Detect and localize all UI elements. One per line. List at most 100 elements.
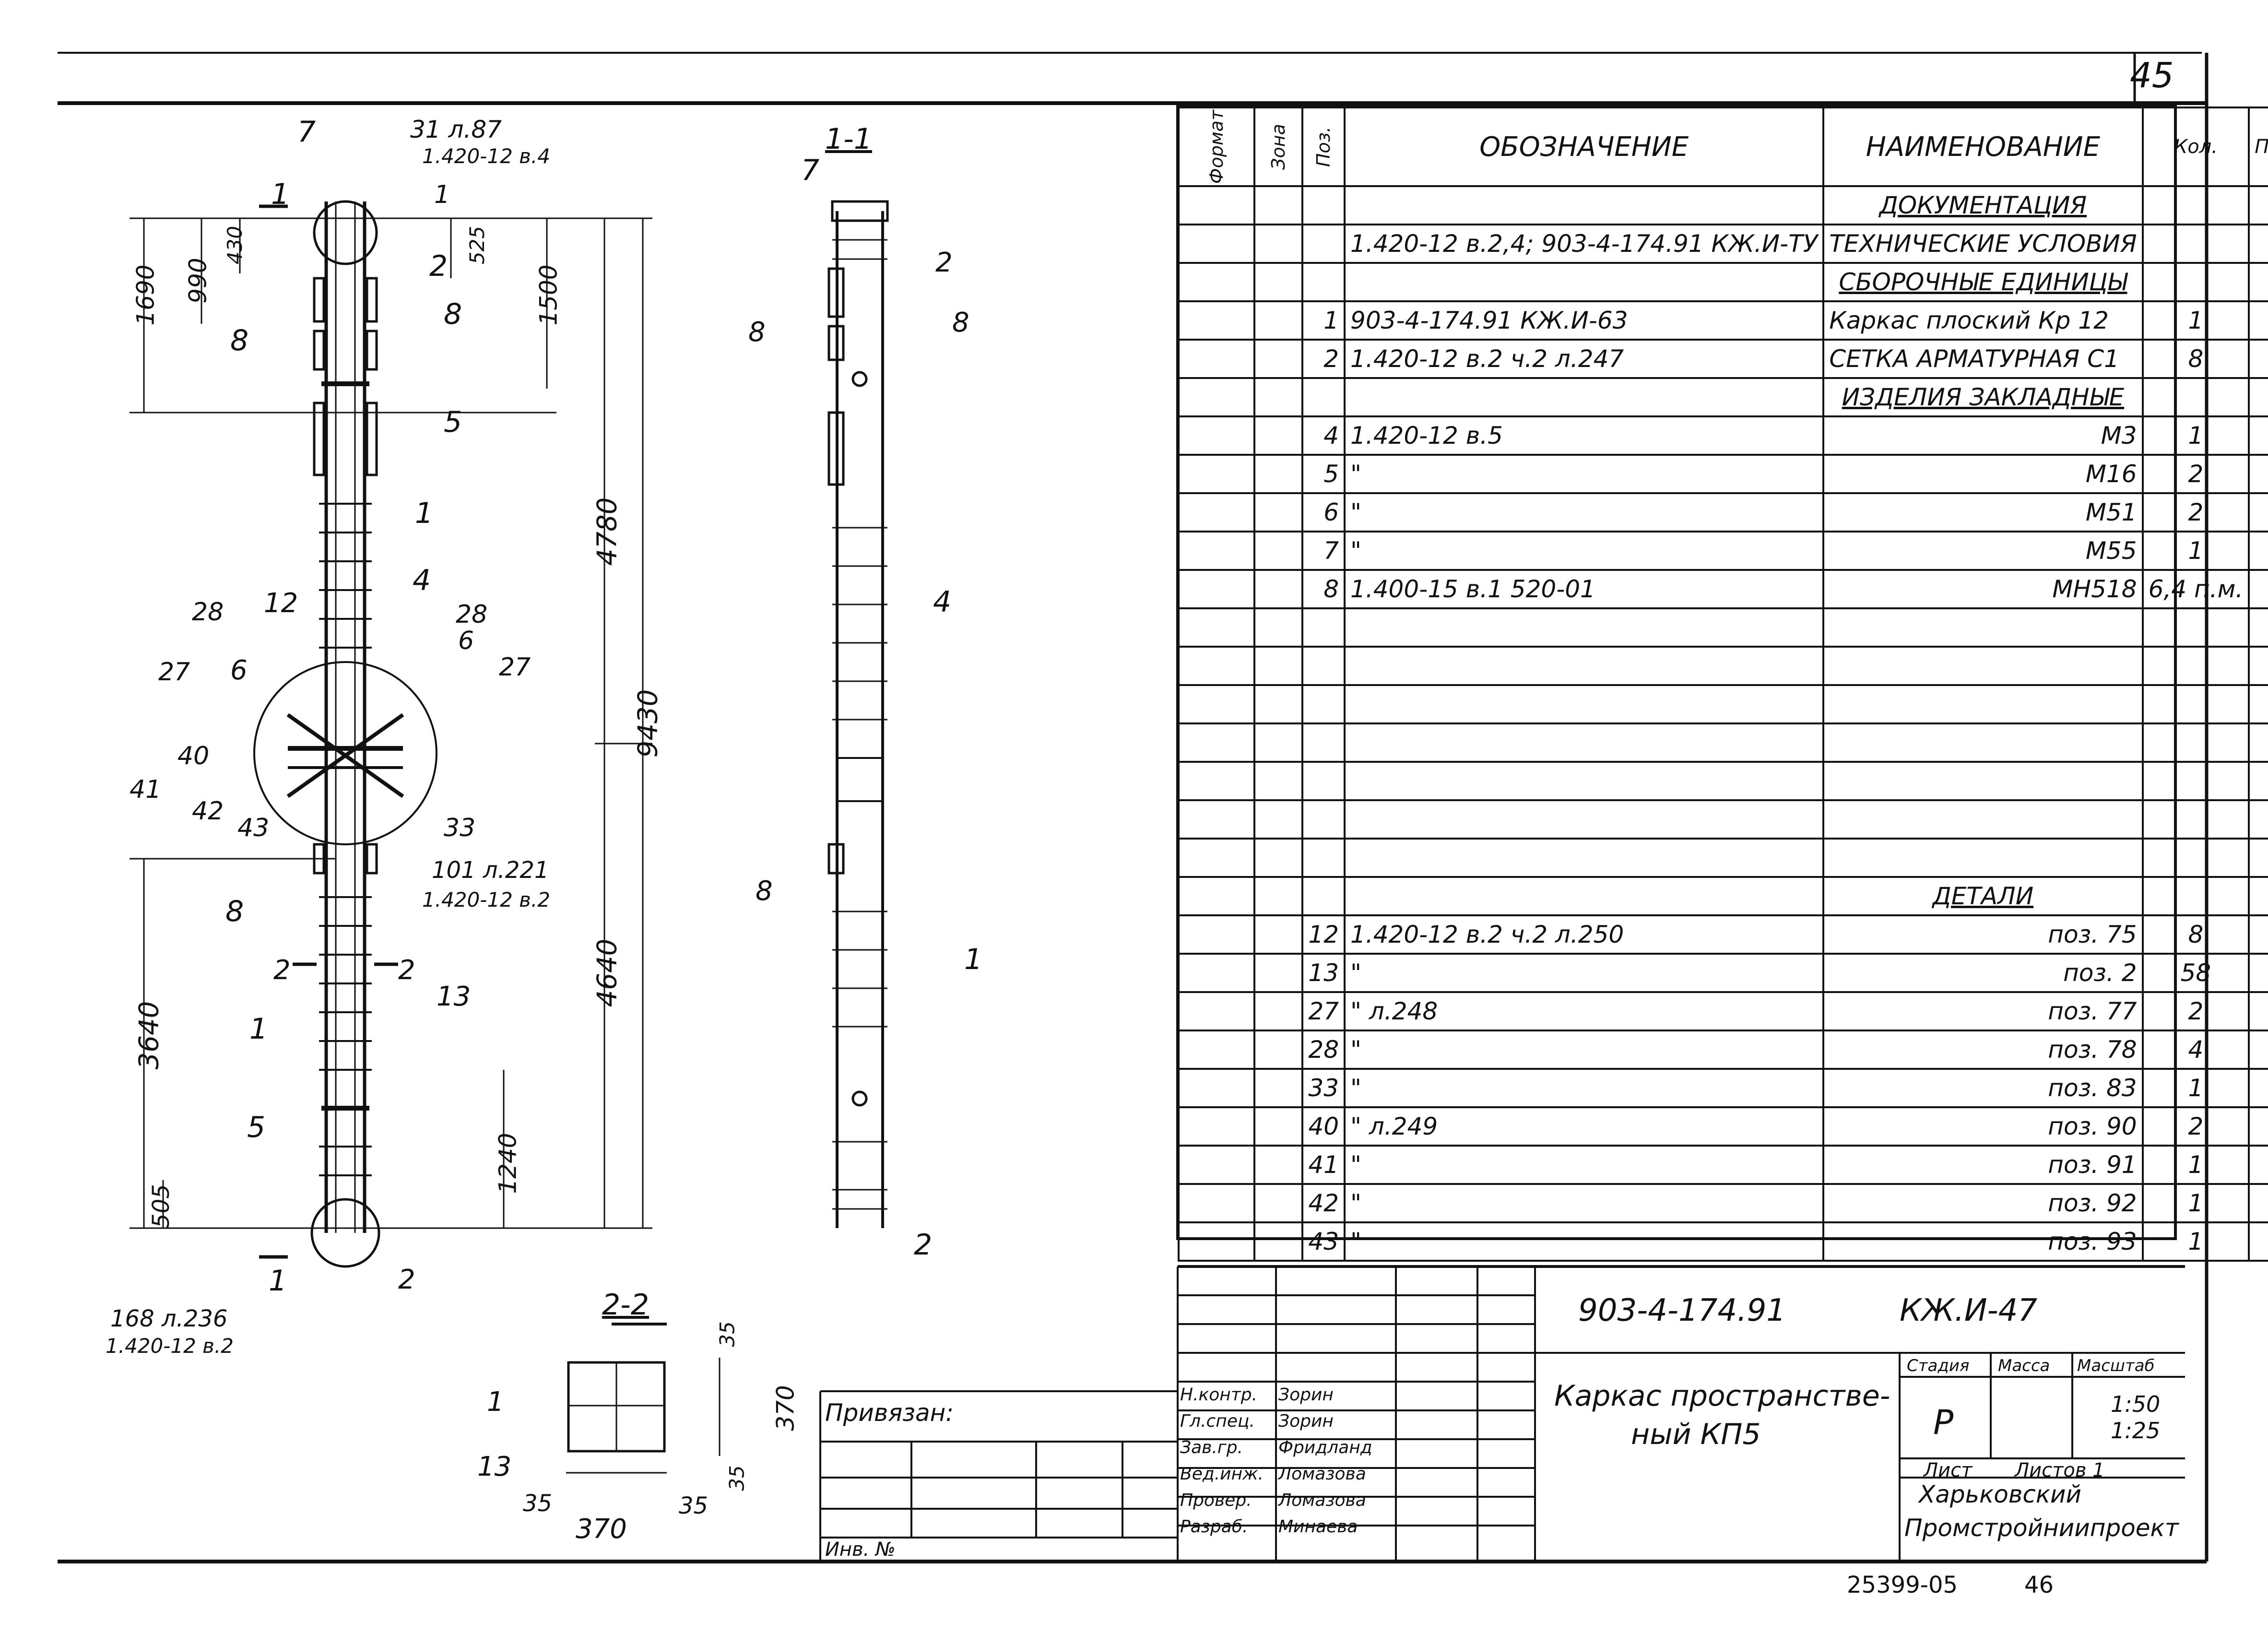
name-cell: поз. 91 [1822,1145,2144,1185]
qty-cell: 1 [2141,1068,2250,1108]
note-cell [2248,722,2268,763]
format-cell [1177,300,1256,341]
qty-cell: 2 [2141,1106,2250,1147]
col-pos: Поз. [1301,107,1346,187]
note-cell: 1,0 [2248,1145,2268,1185]
section-row: ДЕТАЛИ [1177,876,2268,916]
pos-cell: 6 [1301,492,1346,533]
note-cell: 17,5 [2248,415,2268,456]
note-cell: 0,9 [2248,991,2268,1031]
format-cell [1177,953,1256,993]
format-cell [1177,262,1256,302]
pos-cell [1301,838,1346,878]
name-cell: поз. 93 [1822,1221,2144,1262]
pos-cell [1301,876,1346,916]
note-cell [2248,684,2268,724]
pos-label: 1 [415,497,434,530]
name-cell: поз. 78 [1822,1030,2144,1070]
designation-cell [1344,838,1825,878]
pos-label: 4 [413,564,431,597]
designation-cell [1344,684,1825,724]
signature-role: Вед.инж. [1180,1464,1264,1484]
table-row: 13"поз. 2580,15 [1177,953,2268,993]
mass-label: Масса [1998,1356,2050,1375]
pos-label: 4 [933,585,952,619]
designation-cell: 1.400-15 в.1 520-01 [1344,569,1825,609]
pos-cell: 43 [1301,1221,1346,1262]
format-cell [1177,838,1256,878]
format-cell [1177,1106,1256,1147]
table-row: 6"М51219,3 [1177,492,2268,533]
dim-3640: 3640 [133,1001,165,1070]
pos-label: 33 [444,814,476,842]
ref-mid-right: 101 л.221 [432,857,549,884]
pos-label: 40 [177,742,210,770]
table-row [1177,607,2268,648]
zone-cell [1253,1030,1303,1070]
signature-role: Разраб. [1180,1517,1248,1537]
qty-cell [2141,262,2250,302]
zone-cell [1253,1183,1303,1223]
zone-cell [1253,569,1303,609]
pos-cell: 12 [1301,914,1346,955]
org-line2: Промстройниипроект [1904,1514,2179,1542]
pos-label: 1 [434,180,450,209]
zone-cell [1253,415,1303,456]
name-cell: М16 [1822,454,2144,494]
qty-cell [2141,876,2250,916]
table-header-row: Формат Зона Поз. ОБОЗНАЧЕНИЕ НАИМЕНОВАНИ… [1177,107,2268,187]
section-row: ДОКУМЕНТАЦИЯ [1177,185,2268,225]
ref-bottom-left-2: 1.420-12 в.2 [106,1334,234,1358]
qty-cell [2141,646,2250,686]
sheets-label: Листов 1 [2015,1459,2105,1481]
stage-value: Р [1933,1403,1954,1442]
ref-bottom-left: 168 л.236 [110,1305,228,1332]
note-cell: 2,0 [2248,339,2268,379]
qty-cell [2141,224,2250,264]
name-cell: поз. 75 [1822,914,2144,955]
note-cell [2248,876,2268,916]
signature-name: Зорин [1278,1385,1334,1405]
note-cell: 19,3 [2248,492,2268,533]
table-row: 5"М1622,5 [1177,454,2268,494]
dim-35-bottom: 35 [725,1465,749,1491]
pos-cell: 42 [1301,1183,1346,1223]
qty-cell [2141,722,2250,763]
name-cell [1822,799,2144,840]
designation-cell [1344,377,1825,417]
note-cell [2248,761,2268,801]
section-row: ИЗДЕЛИЯ ЗАКЛАДНЫЕ [1177,377,2268,417]
designation-cell: 903-4-174.91 КЖ.И-63 [1344,300,1825,341]
designation-cell: " [1344,1183,1825,1223]
format-cell [1177,569,1256,609]
pos-label: 8 [444,297,462,331]
zone-cell [1253,492,1303,533]
dim-990: 990 [184,258,212,304]
name-cell: поз. 2 [1822,953,2144,993]
note-cell [2248,799,2268,840]
format-cell [1177,799,1256,840]
format-cell [1177,454,1256,494]
dim-370-v: 370 [771,1385,800,1431]
pos-label: 1 [249,1012,268,1046]
qty-cell: 8 [2141,914,2250,955]
ref-top-right-2: 1.420-12 в.4 [422,144,551,168]
format-cell [1177,531,1256,571]
stage-label: Стадия [1907,1356,1970,1375]
signature-name: Ломазова [1278,1464,1366,1484]
zone-cell [1253,1068,1303,1108]
signature-name: Фридланд [1278,1438,1372,1457]
name-cell: Каркас плоский Кр 12 [1822,300,2144,341]
pos-cell: 4 [1301,415,1346,456]
pos-label: 1 [964,943,983,976]
table-row: 28"поз. 7841,7 [1177,1030,2268,1070]
pos-cell: 1 [1301,300,1346,341]
section-1-1-elevation [827,200,889,1228]
designation-cell [1344,761,1825,801]
name-cell: М3 [1822,415,2144,456]
note-cell: 0,9 [2248,1183,2268,1223]
dim-4640: 4640 [591,938,623,1007]
